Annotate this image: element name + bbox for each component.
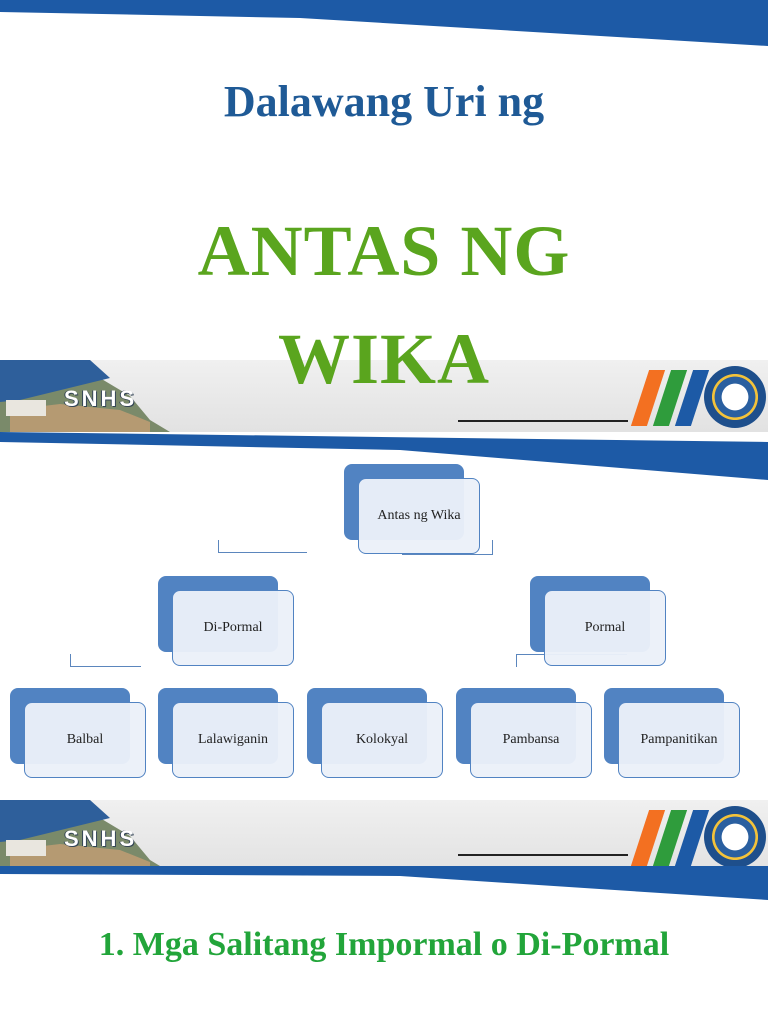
middle-blue-band xyxy=(0,432,768,480)
bottom-blue-band xyxy=(0,866,768,900)
footer-line xyxy=(458,420,628,422)
chart-node-lalawiganin: Lalawiganin xyxy=(158,688,294,780)
chart-node-label: Balbal xyxy=(66,732,104,747)
connector-root-left xyxy=(218,540,307,553)
slide-footer: SNHS xyxy=(0,360,768,432)
footer-line xyxy=(458,854,628,856)
school-photo xyxy=(0,360,170,432)
chart-node-label: Lalawiganin xyxy=(198,732,268,747)
chart-node-label: Pormal xyxy=(584,620,626,635)
slide-subtitle: Dalawang Uri ng xyxy=(223,77,545,126)
section-heading: 1. Mga Salitang Impormal o Di-Pormal xyxy=(98,926,670,963)
chart-node-label: Di-Pormal xyxy=(203,620,263,635)
slide-footer: SNHS xyxy=(0,800,768,872)
chart-node-label: Pampanitikan xyxy=(640,732,718,747)
chart-node-label: Pambansa xyxy=(502,732,560,747)
chart-node-kolokyal: Kolokyal xyxy=(307,688,443,780)
chart-node-root-label: Antas ng Wika xyxy=(377,508,461,523)
top-blue-band xyxy=(0,0,768,46)
deped-seal-icon xyxy=(704,366,766,428)
deped-seal-icon xyxy=(704,806,766,868)
school-label: SNHS xyxy=(64,826,138,851)
connector-root-right xyxy=(402,540,493,555)
school-photo xyxy=(0,800,170,872)
slide-title-line1: ANTAS NG xyxy=(197,211,571,291)
chart-node-di-pormal: Di-Pormal xyxy=(158,576,294,666)
slide-title-line2: WIKA xyxy=(277,319,491,399)
chart-node-root: Antas ng Wika xyxy=(344,464,480,554)
chart-node-pormal: Pormal xyxy=(530,576,666,666)
school-label: SNHS xyxy=(64,386,138,411)
connector-diformal-left xyxy=(70,654,141,667)
chart-node-pambansa: Pambansa xyxy=(456,688,592,780)
chart-node-pampanitikan: Pampanitikan xyxy=(604,688,740,780)
chart-node-label: Kolokyal xyxy=(355,732,409,747)
chart-node-balbal: Balbal xyxy=(10,688,146,780)
